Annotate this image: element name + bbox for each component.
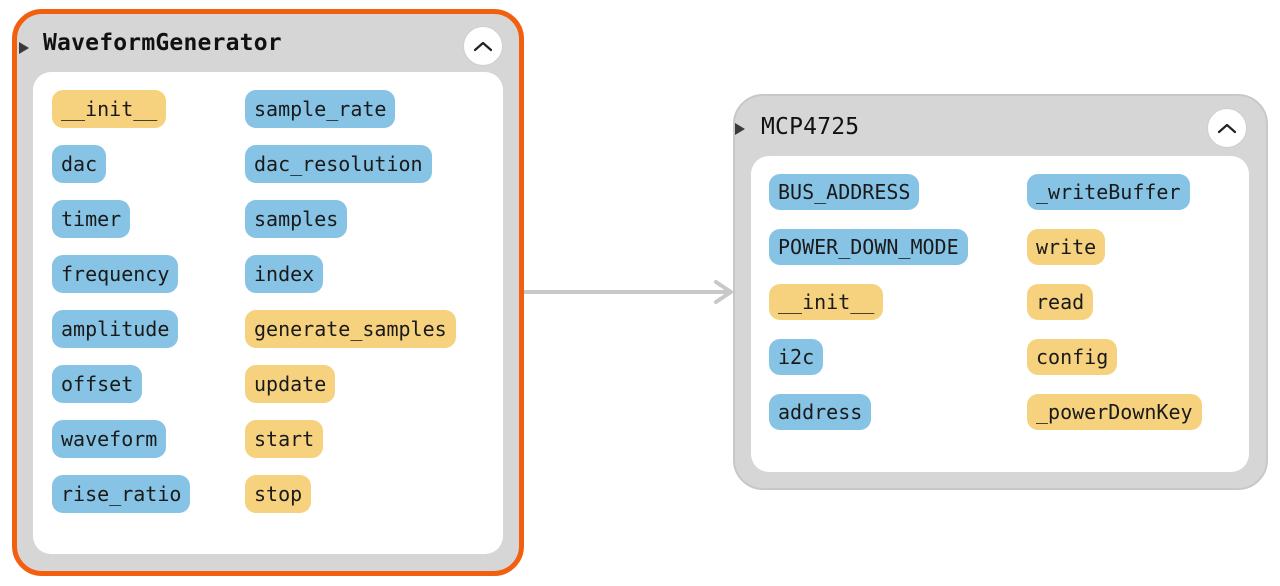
members-left-column: __init__dac timer frequency amplitude offset…: [52, 90, 191, 513]
expand-triangle-icon[interactable]: [19, 42, 29, 54]
attribute-pill[interactable]: POWER_DOWN_MODE: [769, 229, 968, 265]
edge-arrowhead: [714, 280, 733, 304]
node-header[interactable]: MCP4725: [735, 96, 1266, 158]
collapse-button[interactable]: [1207, 108, 1247, 148]
node-body: BUS_ADDRESS POWER_DOWN_MODE __init__ i2c add…: [751, 156, 1249, 472]
method-pill[interactable]: __init__: [52, 90, 167, 128]
method-pill[interactable]: start: [245, 420, 324, 458]
method-pill[interactable]: config: [1027, 339, 1118, 375]
attribute-pill[interactable]: dac: [52, 145, 107, 183]
attribute-pill[interactable]: dac_resolution: [245, 145, 432, 183]
method-pill[interactable]: read: [1027, 284, 1094, 320]
attribute-pill[interactable]: address: [769, 394, 872, 430]
attribute-pill[interactable]: amplitude: [52, 310, 179, 348]
chevron-up-icon: [1217, 123, 1237, 134]
node-title: MCP4725: [761, 114, 860, 140]
method-pill[interactable]: _powerDownKey: [1027, 394, 1202, 430]
node-header[interactable]: WaveformGenerator: [17, 14, 519, 76]
chevron-up-icon: [473, 41, 493, 52]
attribute-pill[interactable]: waveform: [52, 420, 167, 458]
attribute-pill[interactable]: offset: [52, 365, 143, 403]
method-pill[interactable]: __init__: [769, 284, 884, 320]
attribute-pill[interactable]: frequency: [52, 255, 179, 293]
class-node-mcp4725[interactable]: MCP4725 BUS_ADDRESS POWER_DOWN_MODE __init…: [733, 94, 1268, 490]
method-pill[interactable]: stop: [245, 475, 312, 513]
collapse-button[interactable]: [463, 26, 503, 66]
attribute-pill[interactable]: samples: [245, 200, 348, 238]
members-left-column: BUS_ADDRESS POWER_DOWN_MODE __init__ i2c add…: [769, 174, 968, 430]
method-pill[interactable]: write: [1027, 229, 1106, 265]
class-node-waveformgenerator[interactable]: WaveformGenerator __init__dac timer freque…: [12, 9, 524, 576]
method-pill[interactable]: generate_samples: [245, 310, 456, 348]
attribute-pill[interactable]: rise_ratio: [52, 475, 191, 513]
attribute-pill[interactable]: _writeBuffer: [1027, 174, 1190, 210]
node-title: WaveformGenerator: [43, 30, 282, 56]
attribute-pill[interactable]: BUS_ADDRESS: [769, 174, 920, 210]
method-pill[interactable]: update: [245, 365, 336, 403]
attribute-pill[interactable]: index: [245, 255, 324, 293]
expand-triangle-icon[interactable]: [735, 123, 745, 135]
attribute-pill[interactable]: i2c: [769, 339, 824, 375]
attribute-pill[interactable]: timer: [52, 200, 131, 238]
node-body: __init__dac timer frequency amplitude offset…: [33, 72, 503, 554]
attribute-pill[interactable]: sample_rate: [245, 90, 396, 128]
